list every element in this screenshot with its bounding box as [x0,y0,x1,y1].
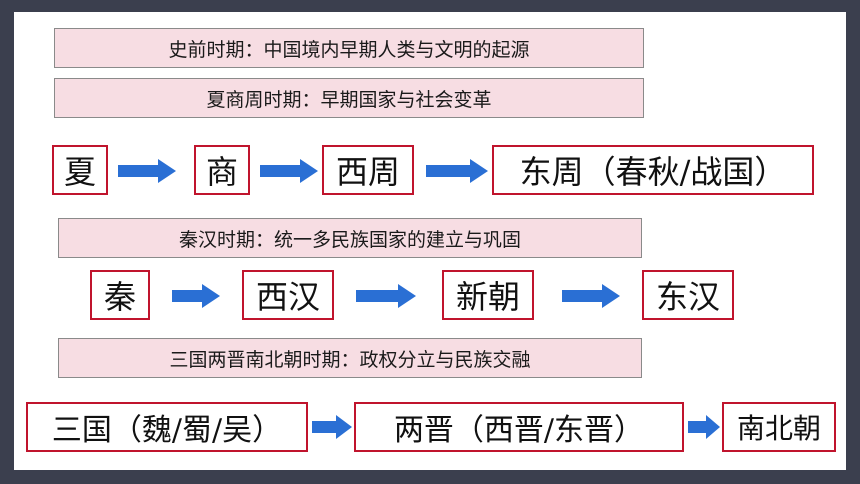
box-qin: 秦 [90,270,150,320]
arrow-right-icon [172,284,220,308]
banner-three-kingdoms-period: 三国两晋南北朝时期：政权分立与民族交融 [58,338,642,378]
box-western-zhou: 西周 [322,145,414,195]
arrow-right-icon [562,284,620,308]
box-western-han: 西汉 [242,270,334,320]
arrow-right-icon [260,159,318,183]
box-eastern-zhou: 东周（春秋/战国） [492,145,814,195]
arrow-right-icon [426,159,488,183]
slide: 史前时期：中国境内早期人类与文明的起源 夏商周时期：早期国家与社会变革 夏 商 … [14,12,846,470]
banner-xia-shang-zhou: 夏商周时期：早期国家与社会变革 [54,78,644,118]
box-jin-dynasties: 两晋（西晋/东晋） [354,402,684,452]
banner-prehistoric: 史前时期：中国境内早期人类与文明的起源 [54,28,644,68]
box-shang: 商 [194,145,250,195]
box-three-kingdoms: 三国（魏/蜀/吴） [26,402,308,452]
box-xin-dynasty: 新朝 [442,270,534,320]
box-eastern-han: 东汉 [642,270,734,320]
arrow-right-icon [312,415,352,439]
box-southern-northern-dynasties: 南北朝 [722,402,836,452]
arrow-right-icon [356,284,416,308]
arrow-right-icon [688,415,720,439]
arrow-right-icon [118,159,176,183]
box-xia: 夏 [52,145,108,195]
banner-qin-han: 秦汉时期：统一多民族国家的建立与巩固 [58,218,642,258]
